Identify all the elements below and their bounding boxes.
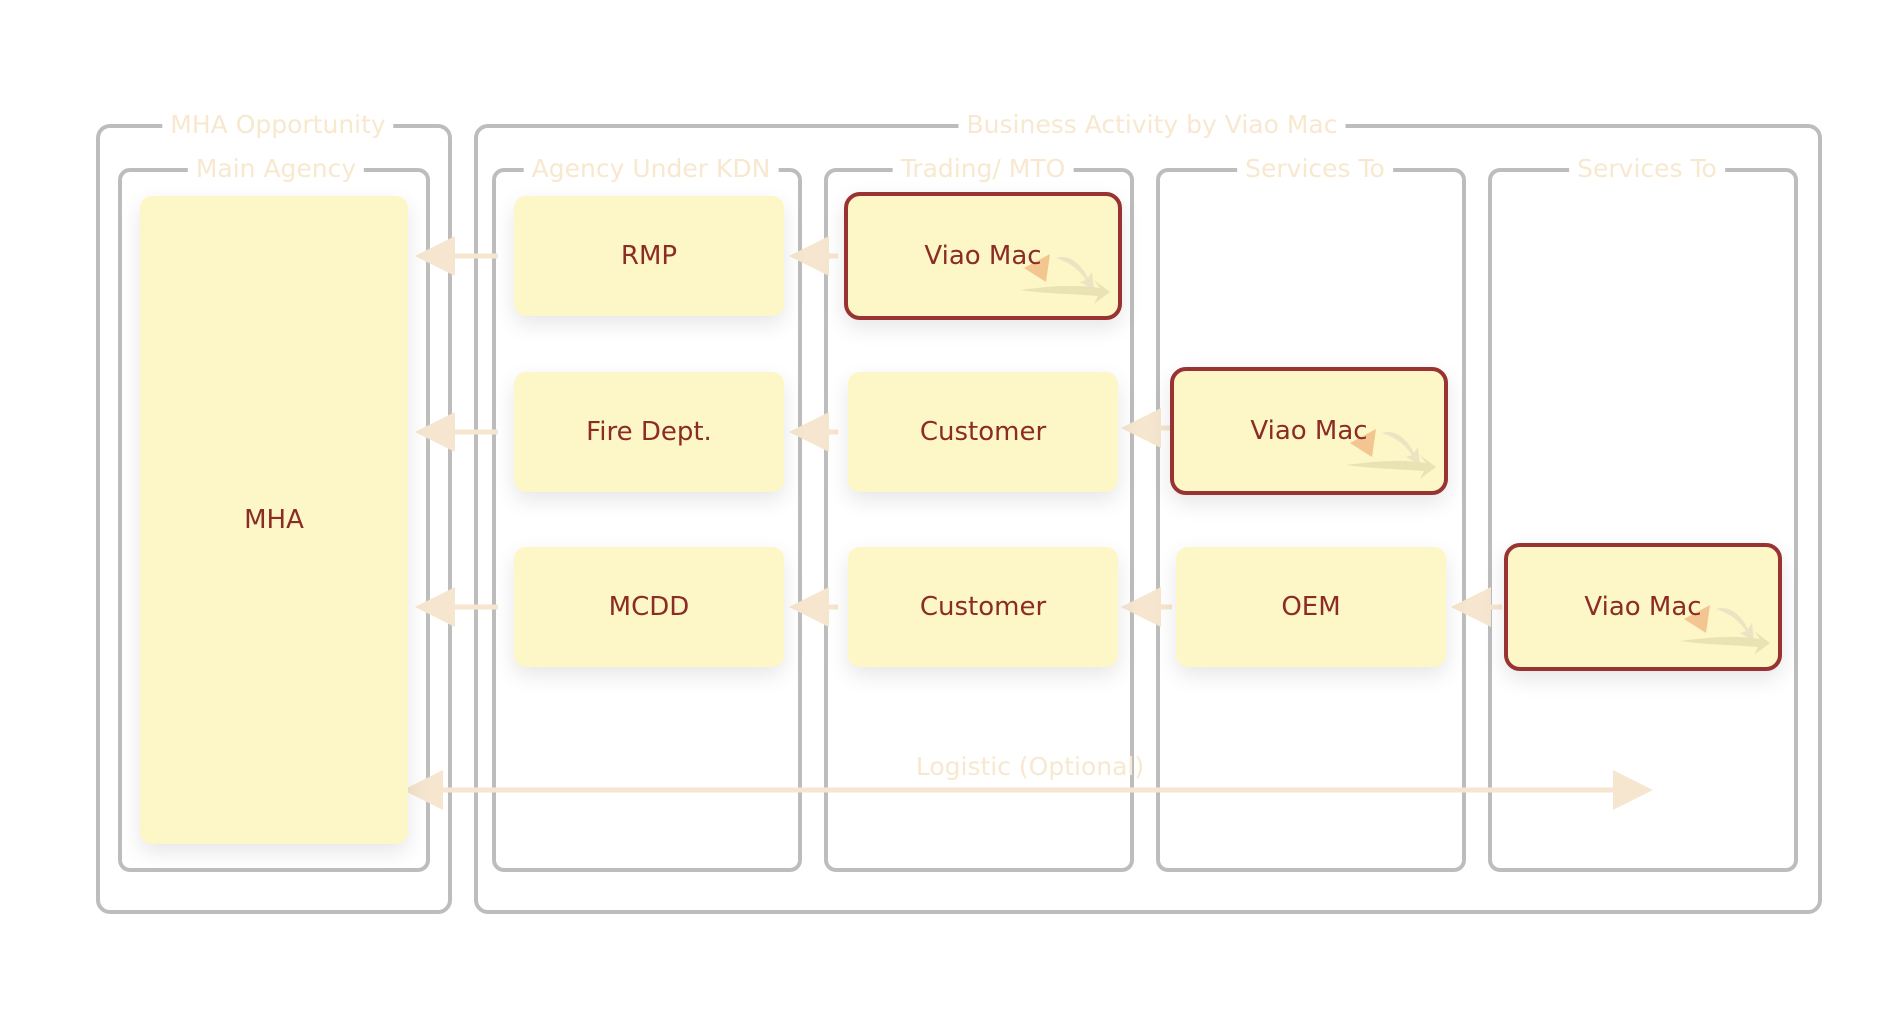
node-fire-dept-label: Fire Dept.	[586, 417, 712, 447]
business-activity-group: Business Activity by Viao Mac	[474, 111, 1822, 914]
lane-trading-mto: Trading/ MTO	[824, 155, 1134, 872]
node-fire-dept[interactable]: Fire Dept.	[514, 372, 784, 492]
mha-opportunity-title: MHA Opportunity	[162, 111, 394, 139]
node-mcdd-label: MCDD	[608, 592, 690, 622]
node-viao-mac-services-1-label: Viao Mac	[1250, 416, 1368, 446]
node-customer-2-label: Customer	[919, 592, 1047, 622]
node-oem-label: OEM	[1281, 592, 1341, 622]
node-customer-1[interactable]: Customer	[848, 372, 1118, 492]
lane-main-agency: Main Agency	[118, 155, 430, 872]
node-viao-mac-services-1[interactable]: Viao Mac	[1170, 367, 1448, 495]
logistic-label: Logistic (Optional)	[915, 752, 1145, 781]
node-mha-label: MHA	[244, 505, 304, 535]
viao-mac-logo-icon	[1346, 429, 1436, 479]
lane-agency-under-kdn-title: Agency Under KDN	[523, 155, 779, 183]
node-viao-mac-trading-label: Viao Mac	[924, 241, 1042, 271]
lane-services-to-1: Services To	[1156, 155, 1466, 872]
lane-services-to-1-title: Services To	[1237, 155, 1393, 183]
node-rmp-label: RMP	[620, 241, 678, 271]
node-customer-2[interactable]: Customer	[848, 547, 1118, 667]
business-activity-title: Business Activity by Viao Mac	[958, 111, 1346, 139]
lane-agency-under-kdn: Agency Under KDN	[492, 155, 802, 872]
lane-main-agency-title: Main Agency	[187, 155, 365, 183]
node-mha[interactable]: MHA	[140, 196, 408, 844]
node-rmp[interactable]: RMP	[514, 196, 784, 316]
viao-mac-logo-icon	[1680, 605, 1770, 655]
viao-mac-logo-icon	[1020, 254, 1110, 304]
lane-trading-mto-title: Trading/ MTO	[892, 155, 1074, 183]
node-viao-mac-trading[interactable]: Viao Mac	[844, 192, 1122, 320]
node-viao-mac-services-2[interactable]: Viao Mac	[1504, 543, 1782, 671]
node-mcdd[interactable]: MCDD	[514, 547, 784, 667]
node-viao-mac-services-2-label: Viao Mac	[1584, 592, 1702, 622]
lane-services-to-2: Services To	[1488, 155, 1798, 872]
node-oem[interactable]: OEM	[1176, 547, 1446, 667]
lane-services-to-2-title: Services To	[1569, 155, 1725, 183]
mha-opportunity-group: MHA Opportunity	[96, 111, 452, 914]
node-customer-1-label: Customer	[919, 417, 1047, 447]
